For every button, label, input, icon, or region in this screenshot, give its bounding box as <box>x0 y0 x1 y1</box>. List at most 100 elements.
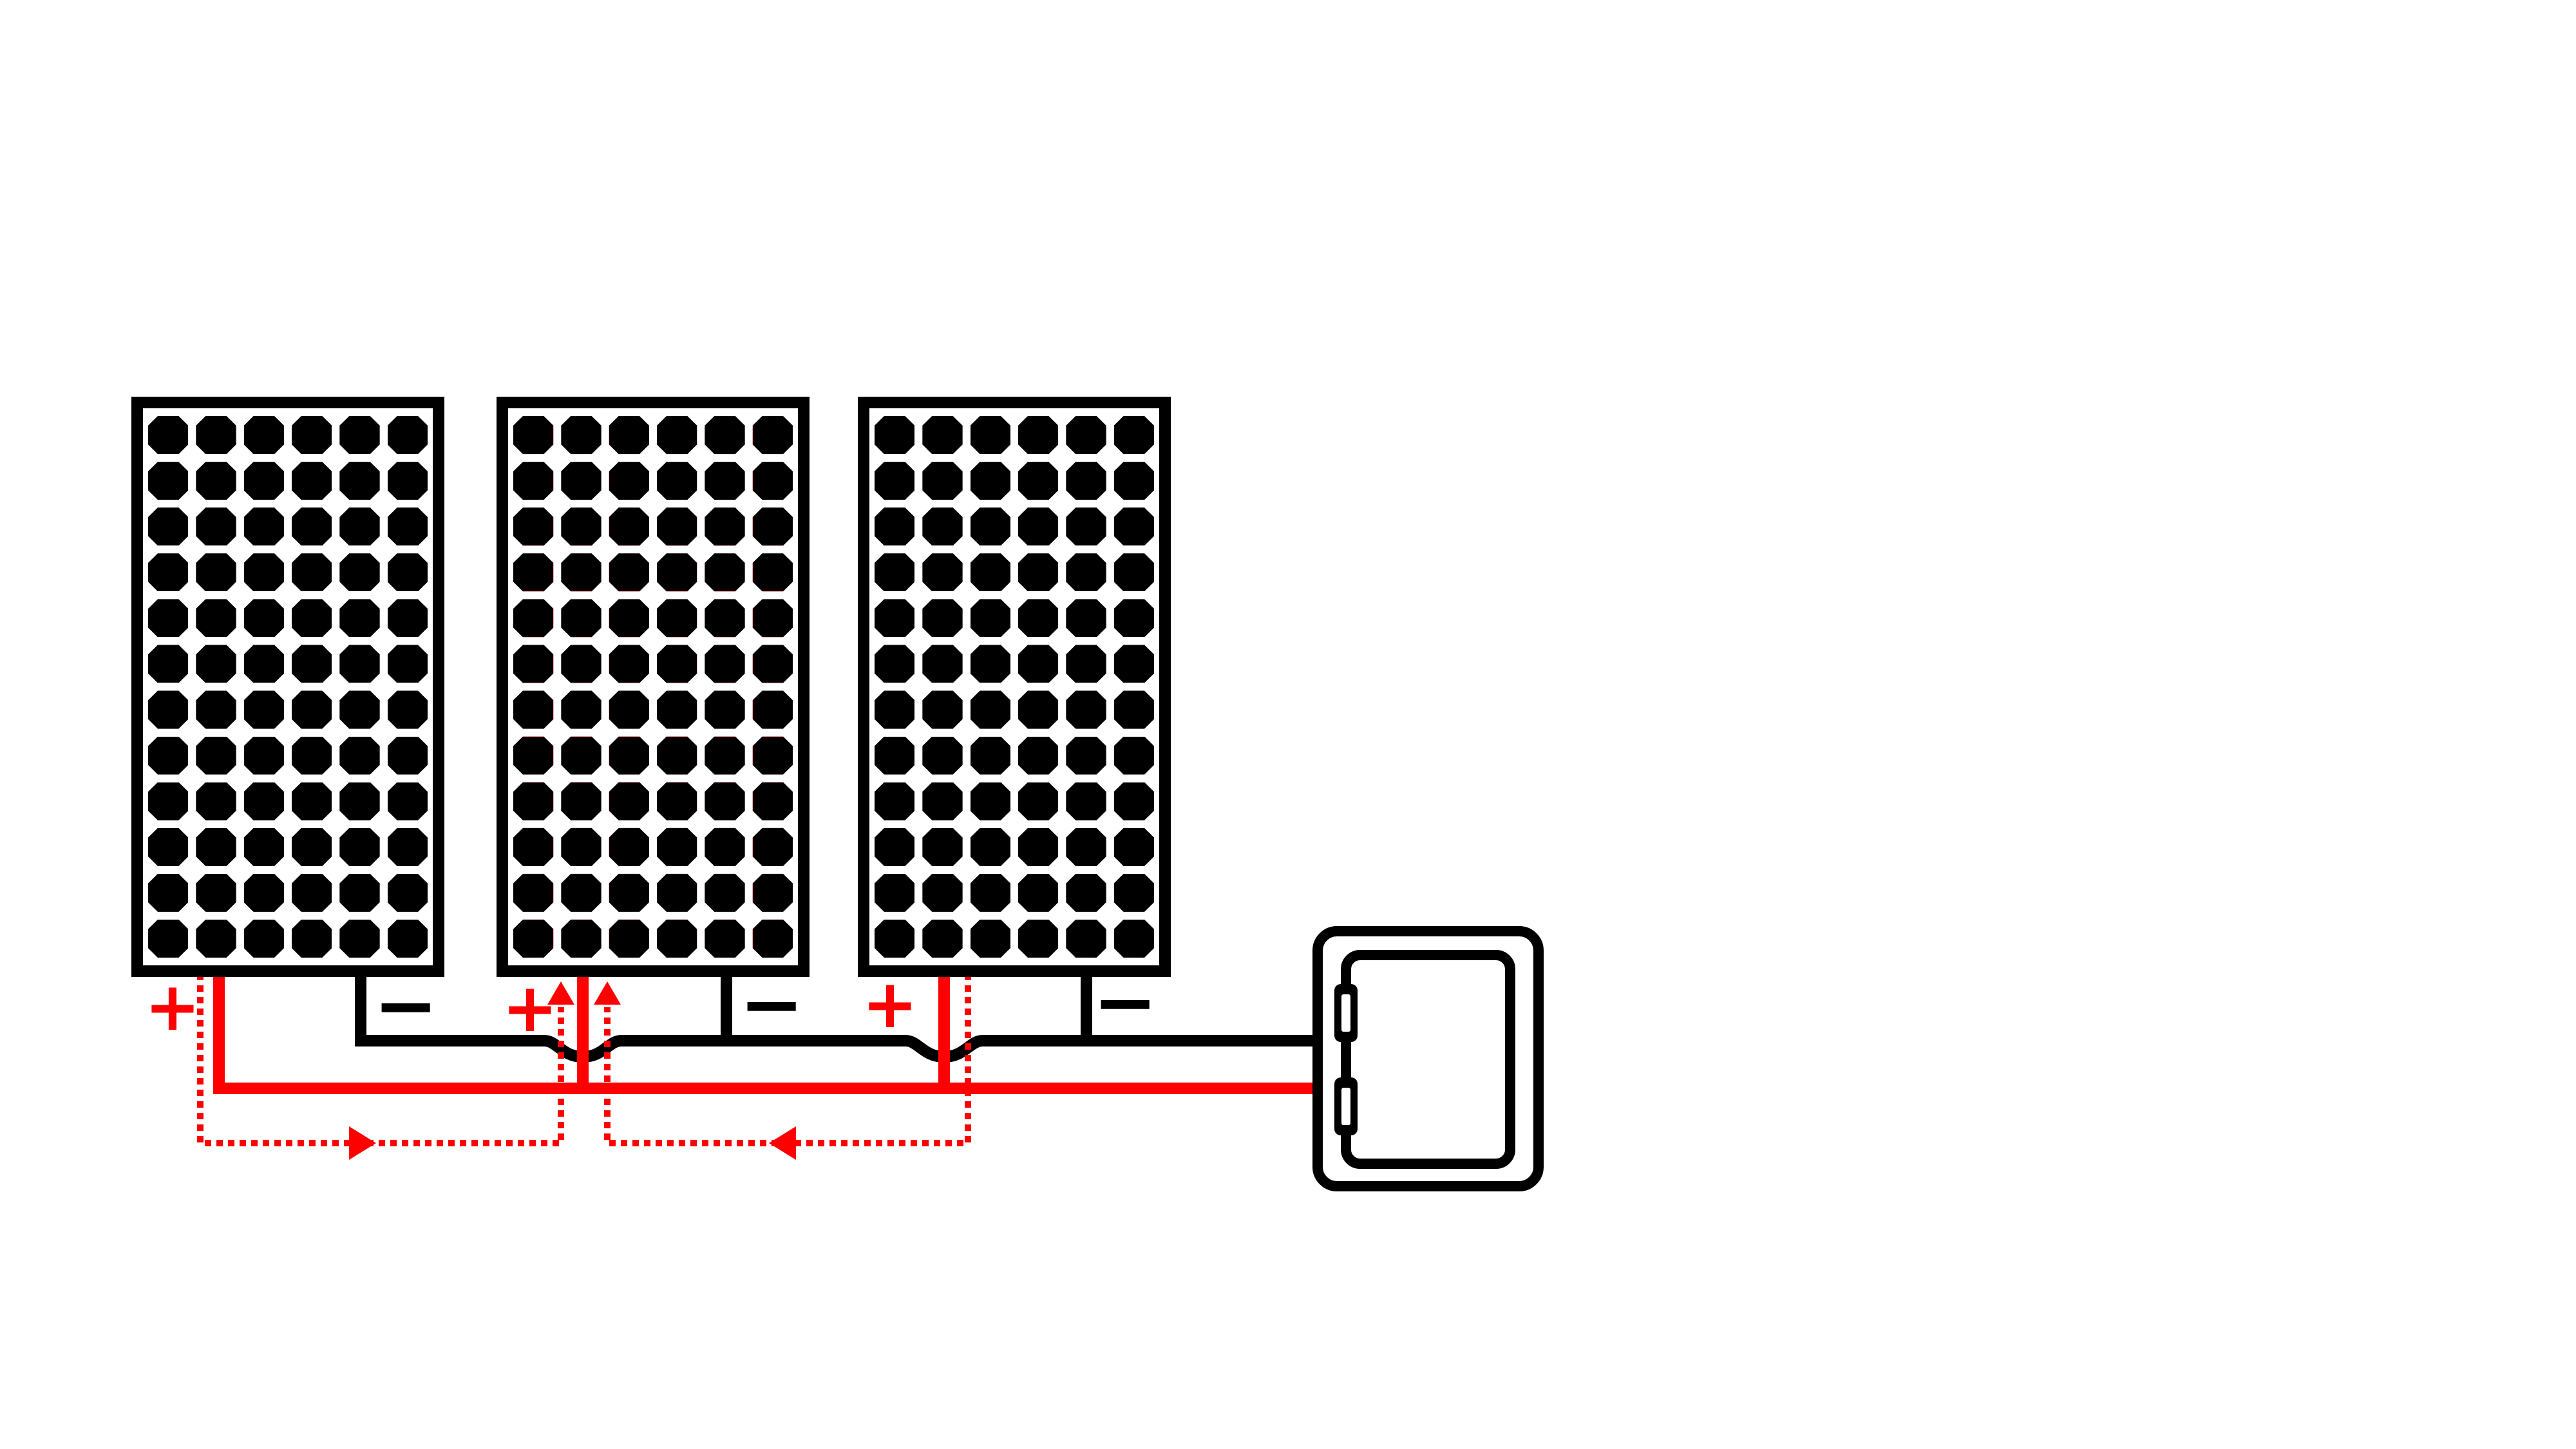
solar-cell <box>609 599 649 638</box>
solar-cell <box>196 507 236 546</box>
solar-cell <box>1018 462 1059 500</box>
solar-cell <box>561 828 601 866</box>
solar-cell <box>148 919 189 958</box>
solar-cell <box>148 507 189 546</box>
solar-cell <box>705 507 745 546</box>
solar-cell <box>970 690 1010 729</box>
solar-cell <box>752 462 793 500</box>
solar-cell <box>196 645 236 683</box>
solar-cell <box>1066 416 1106 455</box>
solar-cell <box>705 736 745 775</box>
solar-cell <box>148 736 189 775</box>
solar-cell <box>752 873 793 912</box>
solar-cell <box>513 736 554 775</box>
solar-cell <box>752 553 793 592</box>
solar-cell <box>513 873 554 912</box>
solar-cell <box>1066 690 1106 729</box>
solar-cell <box>291 690 332 729</box>
solar-cell <box>752 507 793 546</box>
solar-cell <box>922 690 963 729</box>
solar-cell <box>291 507 332 546</box>
solar-cell <box>561 782 601 820</box>
solar-cell <box>1018 599 1059 638</box>
solar-panel-1-cells <box>143 408 433 965</box>
solar-cell <box>291 553 332 592</box>
solar-cell <box>196 599 236 638</box>
solar-cell <box>922 873 963 912</box>
solar-cell <box>609 782 649 820</box>
solar-cell <box>1066 919 1106 958</box>
solar-cell <box>339 782 380 820</box>
solar-cell <box>387 736 428 775</box>
solar-cell <box>609 553 649 592</box>
solar-cell <box>752 690 793 729</box>
solar-cell <box>705 873 745 912</box>
solar-cell <box>1018 690 1059 729</box>
solar-cell <box>1018 782 1059 820</box>
solar-cell <box>609 416 649 455</box>
solar-cell <box>1113 553 1154 592</box>
solar-cell <box>1113 462 1154 500</box>
solar-cell <box>561 462 601 500</box>
solar-cell <box>1113 873 1154 912</box>
solar-cell <box>339 416 380 455</box>
solar-cell <box>387 873 428 912</box>
left-arrow-icon <box>769 1126 796 1160</box>
solar-cell <box>875 599 915 638</box>
solar-cell <box>875 690 915 729</box>
solar-cell <box>513 462 554 500</box>
solar-cell <box>656 873 697 912</box>
solar-cell <box>922 507 963 546</box>
solar-cell <box>752 599 793 638</box>
solar-panel-1 <box>131 397 444 977</box>
solar-cell <box>243 873 284 912</box>
solar-cell <box>148 828 189 866</box>
solar-cell <box>513 645 554 683</box>
solar-cell <box>1113 919 1154 958</box>
solar-cell <box>148 599 189 638</box>
solar-cell <box>752 416 793 455</box>
solar-cell <box>243 553 284 592</box>
solar-cell <box>513 599 554 638</box>
solar-cell <box>922 599 963 638</box>
hinge-slot <box>1341 1088 1350 1125</box>
solar-cell <box>243 462 284 500</box>
solar-cell <box>513 553 554 592</box>
solar-cell <box>513 828 554 866</box>
solar-cell <box>875 782 915 820</box>
up-arrow-icon <box>594 981 621 1005</box>
solar-cell <box>1066 507 1106 546</box>
solar-cell <box>970 462 1010 500</box>
solar-cell <box>291 828 332 866</box>
solar-panel-3 <box>858 397 1171 977</box>
solar-cell <box>656 919 697 958</box>
solar-cell <box>243 828 284 866</box>
solar-cell <box>1066 873 1106 912</box>
solar-cell <box>561 416 601 455</box>
solar-cell <box>339 828 380 866</box>
solar-panel-2-shaded <box>497 397 810 977</box>
current-path-panel1-to-panel2 <box>197 974 564 1146</box>
solar-cell <box>922 416 963 455</box>
solar-cell <box>387 507 428 546</box>
solar-cell <box>148 462 189 500</box>
solar-cell <box>148 645 189 683</box>
solar-cell <box>513 919 554 958</box>
solar-cell <box>1018 553 1059 592</box>
solar-cell <box>970 507 1010 546</box>
solar-cell <box>387 553 428 592</box>
solar-cell <box>970 645 1010 683</box>
solar-cell <box>196 919 236 958</box>
solar-cell <box>339 736 380 775</box>
solar-cell <box>875 828 915 866</box>
solar-cell <box>196 828 236 866</box>
solar-cell <box>1113 690 1154 729</box>
solar-cell <box>339 462 380 500</box>
solar-cell <box>339 507 380 546</box>
solar-cell <box>705 553 745 592</box>
solar-panel-2-cells <box>508 408 798 965</box>
solar-cell <box>513 416 554 455</box>
solar-cell <box>243 919 284 958</box>
solar-cell <box>970 736 1010 775</box>
solar-cell <box>387 828 428 866</box>
